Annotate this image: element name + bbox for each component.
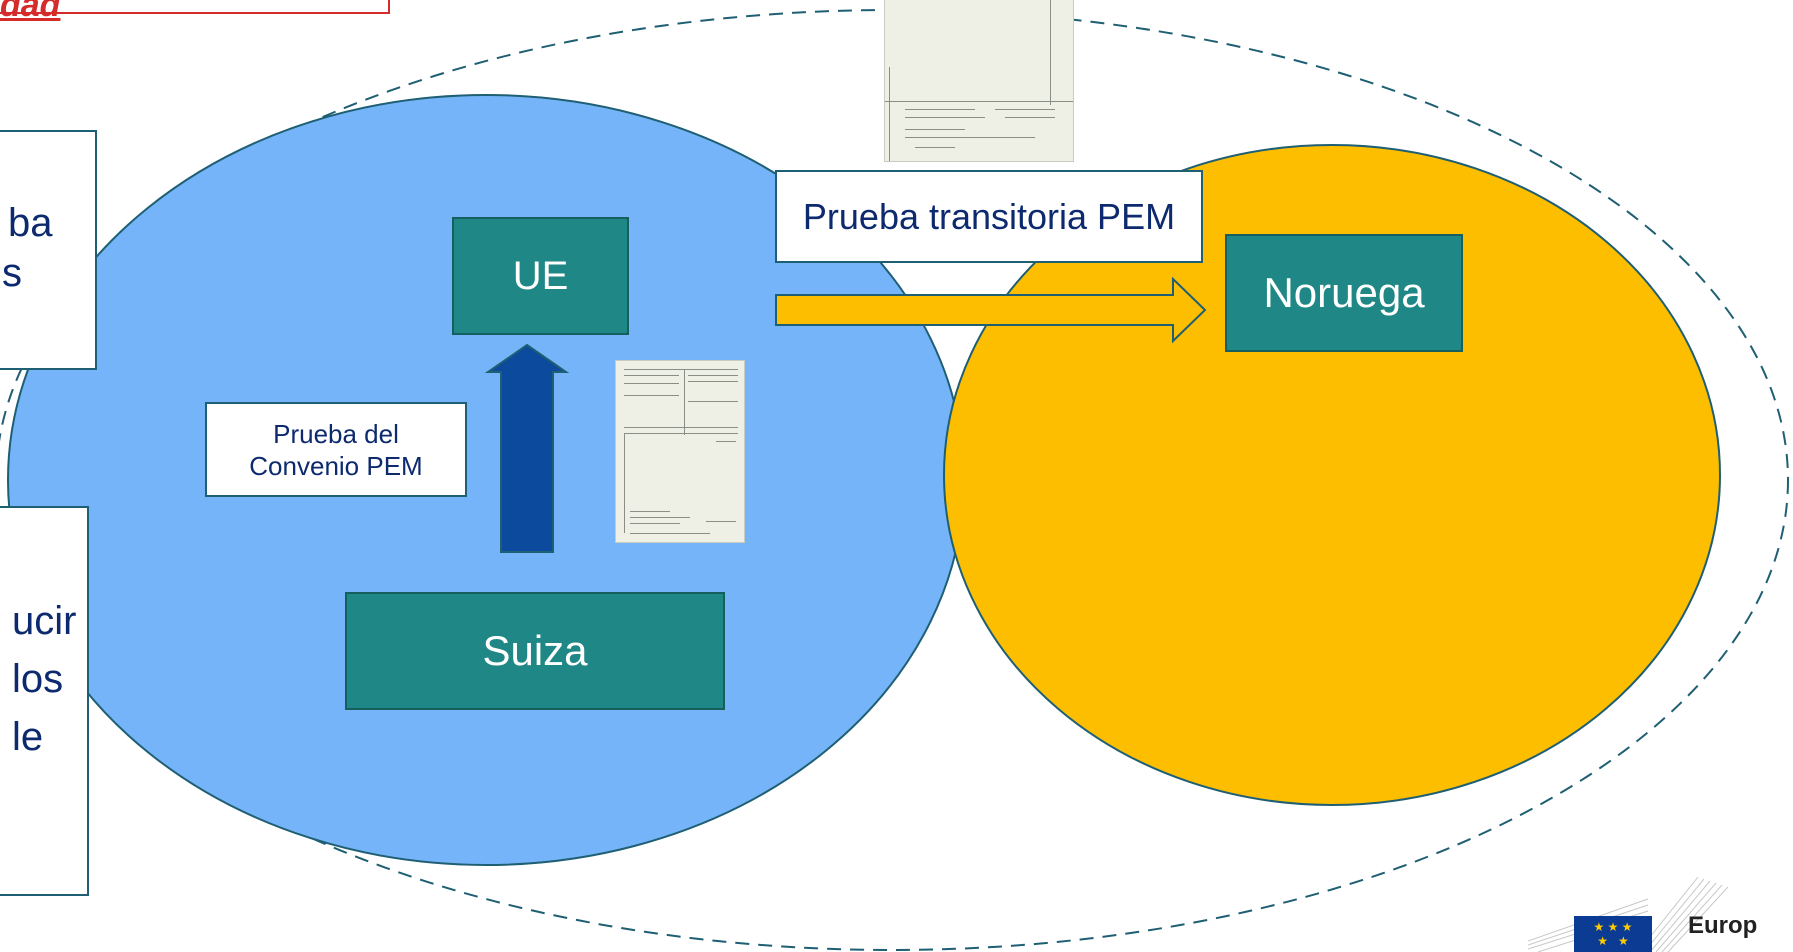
title-fragment: dad [0,0,61,24]
left-textbox-top-line1: ba [8,201,53,245]
document-image-top [884,0,1074,162]
left-textbox-bottom-line2: los [12,657,64,701]
label-pem-convention-line2: Convenio PEM [249,450,423,481]
left-textbox-top-line2: s [2,251,22,295]
label-pem-convention: Prueba del Convenio PEM [205,402,467,497]
title-box [0,0,390,14]
eu-flag-icon: ★ ★ ★ ★ ★ [1574,916,1652,952]
label-pem-transitional: Prueba transitoria PEM [775,170,1203,263]
document-image-middle [615,360,745,543]
label-pem-convention-line1: Prueba del [273,418,399,449]
left-textbox-bottom-line1: ucir [12,599,77,643]
logo-text: Europ [1688,912,1758,939]
left-textbox-bottom: ucir los le [0,506,89,896]
left-textbox-top: ba s [0,130,97,370]
node-suiza: Suiza [345,592,725,710]
node-ue: UE [452,217,629,335]
node-noruega: Noruega [1225,234,1463,352]
left-textbox-bottom-line3: le [12,715,44,759]
yellow-right-arrow [775,276,1207,344]
blue-up-arrow [484,343,570,553]
